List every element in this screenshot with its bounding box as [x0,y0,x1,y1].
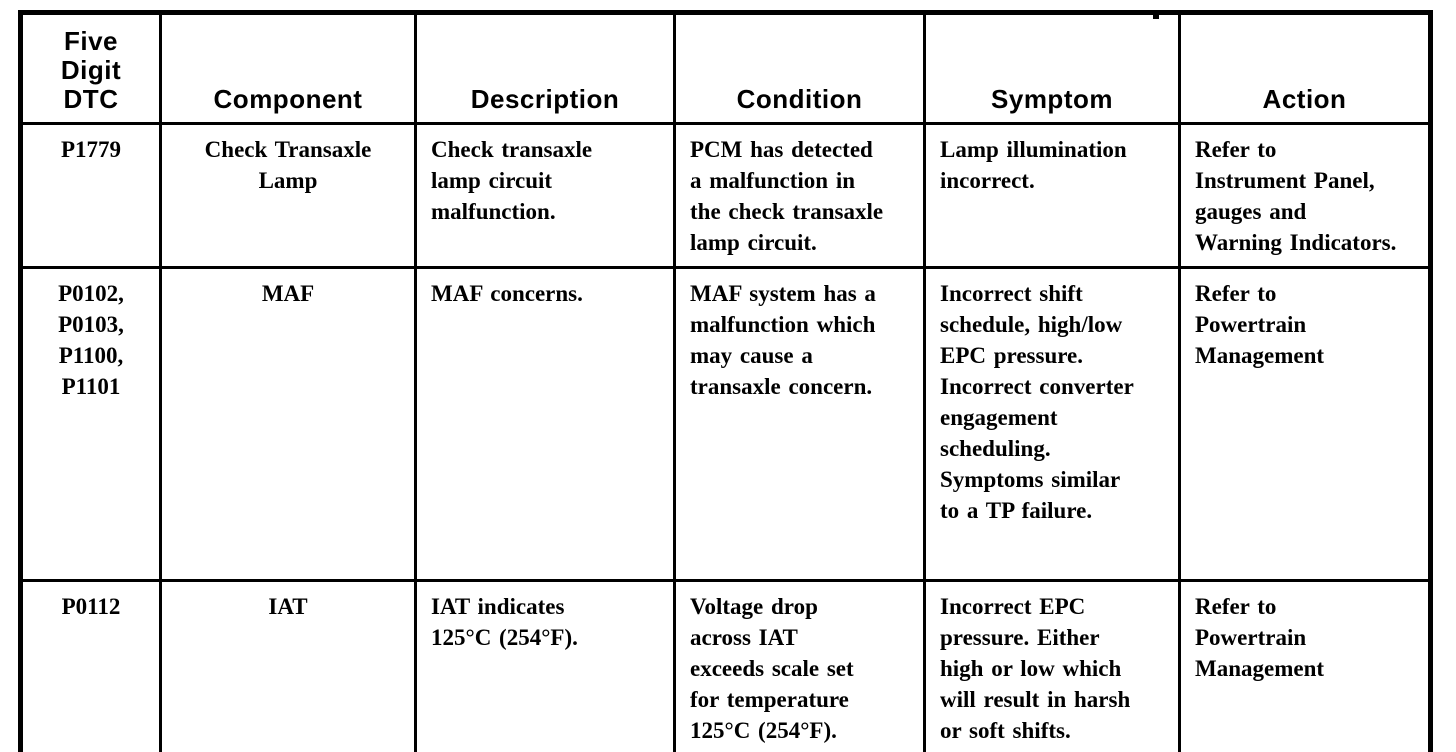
cell-symptom: Lamp illumination incorrect. [923,122,1181,269]
dtc-table-header: Five Digit DTC Component Description Con… [19,11,1432,125]
header-cell-five-digit-dtc: Five Digit DTC [19,11,162,125]
cell-condition: MAF system has a malfunction which may c… [673,266,926,582]
cell-action: Refer to Powertrain Management [1178,266,1432,582]
cell-description: MAF concerns. [414,266,676,582]
dtc-table-body: P1779 Check Transaxle Lamp Check transax… [19,122,1432,752]
cell-action: Refer to Powertrain Management [1178,579,1432,752]
cell-condition: PCM has detected a malfunction in the ch… [673,122,926,269]
cell-description: IAT indicates 125°C (254°F). [414,579,676,752]
cell-dtc: P1779 [19,122,162,269]
table-row: P0102, P0103, P1100, P1101 MAF MAF conce… [19,266,1432,582]
cell-description: Check transaxle lamp circuit malfunction… [414,122,676,269]
scan-artifact-dot [1153,15,1159,19]
cell-component: Check Transaxle Lamp [159,122,417,269]
cell-symptom: Incorrect shift schedule, high/low EPC p… [923,266,1181,582]
cell-dtc: P0112 [19,579,162,752]
header-cell-symptom: Symptom [923,11,1181,125]
cell-component: MAF [159,266,417,582]
dtc-table: Five Digit DTC Component Description Con… [18,10,1433,752]
header-row: Five Digit DTC Component Description Con… [19,11,1432,125]
cell-dtc: P0102, P0103, P1100, P1101 [19,266,162,582]
cell-symptom: Incorrect EPC pressure. Either high or l… [923,579,1181,752]
table-row: P1779 Check Transaxle Lamp Check transax… [19,122,1432,269]
cell-action: Refer to Instrument Panel, gauges and Wa… [1178,122,1432,269]
cell-condition: Voltage drop across IAT exceeds scale se… [673,579,926,752]
cell-component: IAT [159,579,417,752]
table-row: P0112 IAT IAT indicates 125°C (254°F). V… [19,579,1432,752]
header-cell-description: Description [414,11,676,125]
header-cell-component: Component [159,11,417,125]
header-cell-action: Action [1178,11,1432,125]
header-cell-condition: Condition [673,11,926,125]
